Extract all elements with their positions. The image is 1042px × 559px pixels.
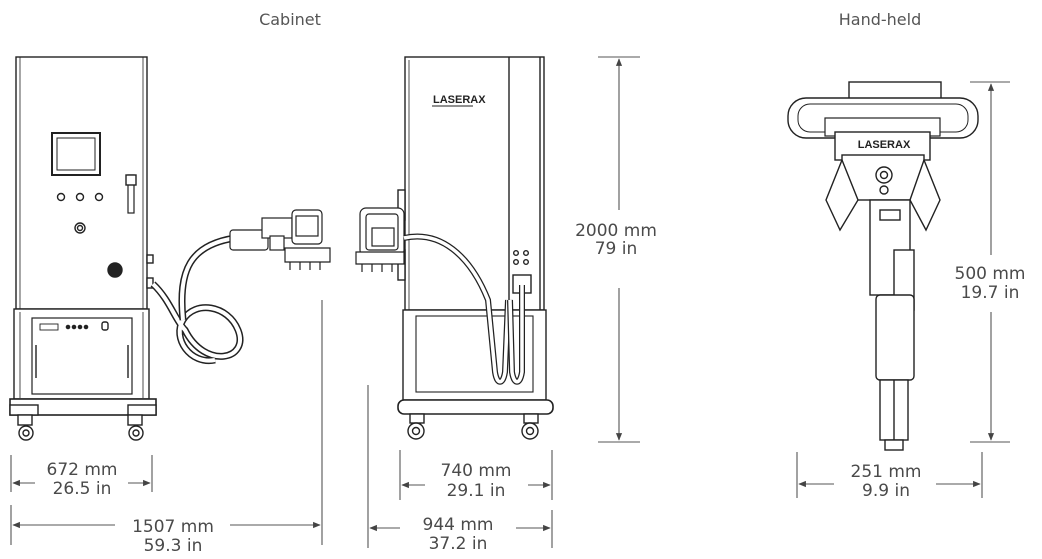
- label-2000-mm: 2000 mm: [575, 221, 657, 241]
- handheld-front-small: [229, 209, 331, 270]
- label-740-mm: 740 mm: [440, 461, 512, 481]
- label-672-mm: 672 mm: [46, 460, 118, 480]
- label-672-in: 26.5 in: [52, 479, 112, 499]
- label-740-in: 29.1 in: [446, 481, 506, 501]
- label-1507-mm: 1507 mm: [132, 517, 214, 537]
- handheld-side-small: [355, 207, 405, 272]
- cabinet-front-view: [9, 56, 157, 441]
- label-500-mm: 500 mm: [954, 264, 1026, 284]
- handheld-logo: LASERAX: [858, 139, 911, 151]
- cabinet-side-view: [397, 56, 554, 440]
- label-944-in: 37.2 in: [428, 534, 488, 554]
- label-1507-in: 59.3 in: [143, 536, 203, 556]
- label-251-mm: 251 mm: [850, 462, 922, 482]
- heading-cabinet: Cabinet: [259, 10, 321, 29]
- label-944-mm: 944 mm: [422, 515, 494, 535]
- cable-side: [403, 233, 525, 385]
- cable-front: [150, 234, 244, 365]
- label-500-in: 19.7 in: [960, 283, 1020, 303]
- handheld-large-view: [787, 81, 979, 451]
- heading-handheld: Hand-held: [838, 10, 922, 29]
- label-251-in: 9.9 in: [862, 481, 910, 501]
- side-cabinet-logo: LASERAX: [433, 94, 486, 106]
- label-2000-in: 79 in: [594, 239, 638, 259]
